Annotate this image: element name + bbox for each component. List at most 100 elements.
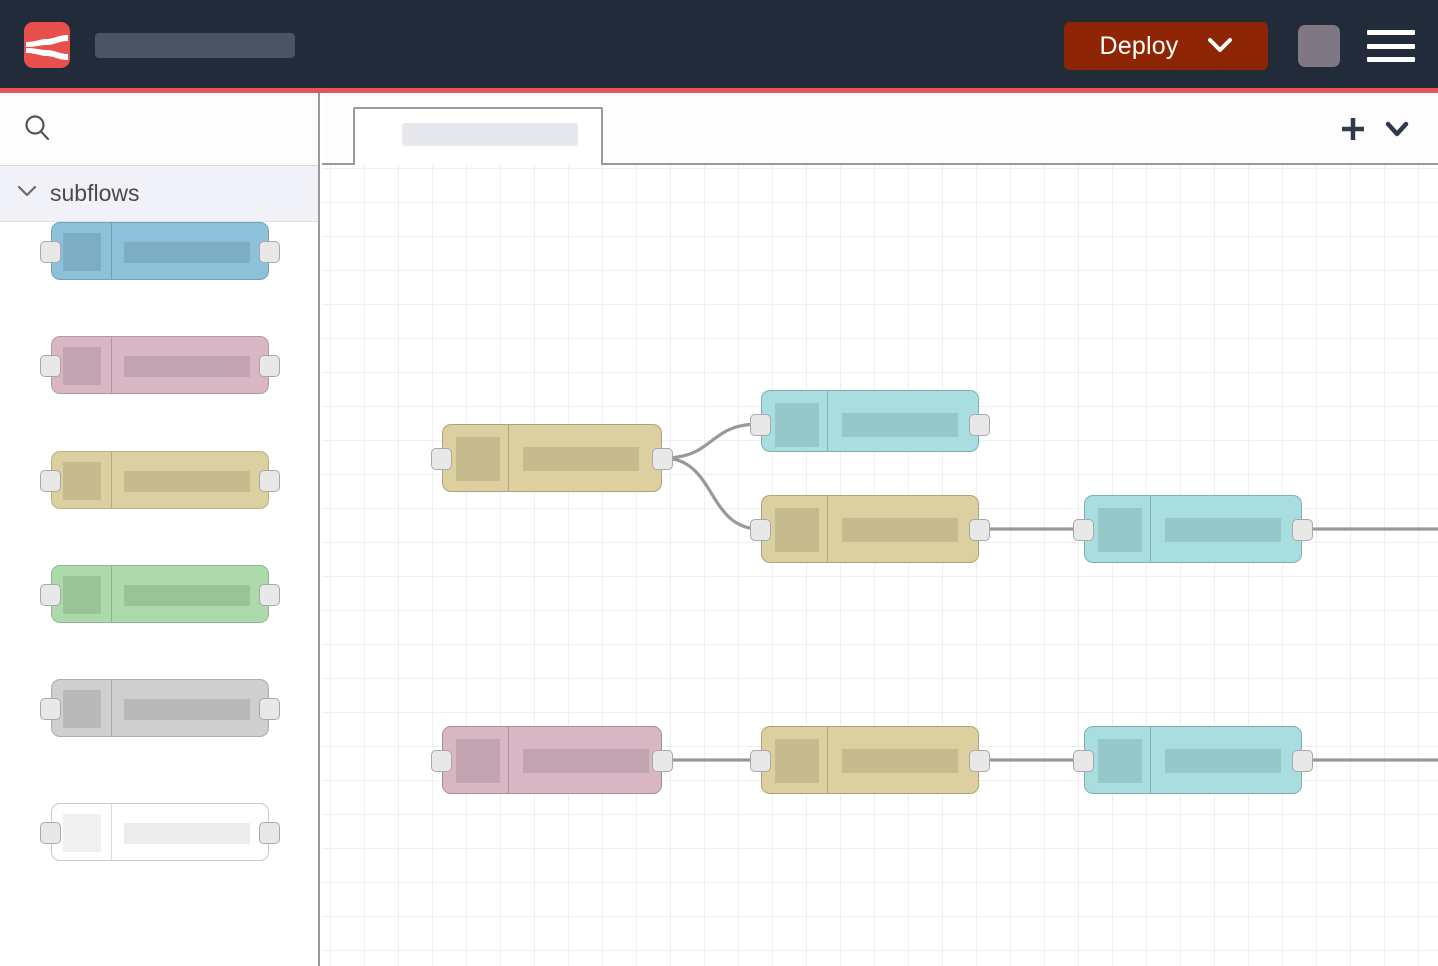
- node-label-placeholder: [842, 413, 958, 437]
- flow-node-debug[interactable]: [1073, 495, 1313, 563]
- node-divider: [827, 391, 828, 451]
- node-label-placeholder: [1165, 749, 1281, 773]
- node-port-output[interactable]: [652, 750, 673, 772]
- node-divider: [1150, 727, 1151, 793]
- hamburger-menu-icon[interactable]: [1367, 28, 1415, 64]
- node-divider: [508, 425, 509, 491]
- node-icon-placeholder: [63, 690, 101, 728]
- palette-node-5[interactable]: [40, 679, 280, 737]
- palette-search-input[interactable]: [60, 111, 294, 147]
- node-label-placeholder: [842, 749, 958, 773]
- node-port-input[interactable]: [750, 519, 771, 541]
- palette-node-3[interactable]: [40, 451, 280, 509]
- node-divider: [111, 680, 112, 736]
- flow-node-inject[interactable]: [431, 424, 673, 492]
- node-port-output[interactable]: [259, 822, 280, 844]
- node-divider: [827, 727, 828, 793]
- node-palette: subflows: [0, 93, 320, 966]
- header-title-placeholder: [95, 33, 295, 58]
- node-port-output[interactable]: [259, 355, 280, 377]
- node-port-output[interactable]: [259, 241, 280, 263]
- palette-node-6[interactable]: [40, 803, 280, 861]
- node-port-output[interactable]: [969, 750, 990, 772]
- node-port-input[interactable]: [40, 584, 61, 606]
- node-port-output[interactable]: [259, 584, 280, 606]
- workspace-tabbar: [322, 93, 1438, 165]
- node-divider: [111, 337, 112, 393]
- node-divider: [1150, 496, 1151, 562]
- hamburger-bar: [1367, 43, 1415, 49]
- flow-node-change[interactable]: [750, 495, 990, 563]
- node-divider: [111, 804, 112, 860]
- node-port-input[interactable]: [431, 448, 452, 470]
- node-label-placeholder: [523, 749, 649, 773]
- flow-node-http-in[interactable]: [431, 726, 673, 794]
- flow-node-template[interactable]: [750, 726, 990, 794]
- node-port-input[interactable]: [750, 750, 771, 772]
- node-port-output[interactable]: [1292, 750, 1313, 772]
- node-port-output[interactable]: [969, 414, 990, 436]
- node-icon-placeholder: [775, 739, 819, 783]
- palette-category-label: subflows: [50, 180, 140, 206]
- palette-category-subflows[interactable]: subflows: [0, 166, 318, 222]
- node-label-placeholder: [124, 356, 250, 377]
- hamburger-bar: [1367, 57, 1415, 62]
- plus-icon[interactable]: [1336, 112, 1370, 146]
- flow-node-function[interactable]: [750, 390, 990, 452]
- node-port-input[interactable]: [40, 241, 61, 263]
- wire[interactable]: [661, 456, 762, 531]
- wire-layer: [661, 422, 1438, 762]
- node-label-placeholder: [1165, 518, 1281, 542]
- node-icon-placeholder: [63, 814, 101, 852]
- node-port-input[interactable]: [431, 750, 452, 772]
- node-icon-placeholder: [63, 233, 101, 271]
- node-port-input[interactable]: [1073, 750, 1094, 772]
- node-port-input[interactable]: [40, 355, 61, 377]
- palette-node-list: [0, 222, 318, 966]
- hamburger-bar: [1367, 30, 1415, 35]
- node-port-output[interactable]: [1292, 519, 1313, 541]
- node-port-output[interactable]: [652, 448, 673, 470]
- node-port-input[interactable]: [1073, 519, 1094, 541]
- node-port-output[interactable]: [969, 519, 990, 541]
- workspace: [322, 93, 1438, 966]
- palette-node-2[interactable]: [40, 336, 280, 394]
- node-port-output[interactable]: [259, 698, 280, 720]
- app-header: Deploy: [0, 0, 1438, 88]
- user-avatar-icon[interactable]: [1298, 25, 1340, 67]
- node-divider: [827, 496, 828, 562]
- palette-node-1[interactable]: [40, 222, 280, 280]
- node-icon-placeholder: [1098, 739, 1142, 783]
- node-port-input[interactable]: [40, 822, 61, 844]
- node-label-placeholder: [842, 518, 958, 542]
- node-label-placeholder: [124, 699, 250, 720]
- node-icon-placeholder: [63, 347, 101, 385]
- node-port-input[interactable]: [40, 698, 61, 720]
- node-label-placeholder: [523, 447, 639, 471]
- palette-search-row[interactable]: [0, 93, 318, 166]
- node-port-input[interactable]: [750, 414, 771, 436]
- node-icon-placeholder: [63, 462, 101, 500]
- palette-node-4[interactable]: [40, 565, 280, 623]
- node-port-output[interactable]: [259, 470, 280, 492]
- node-port-input[interactable]: [40, 470, 61, 492]
- chevron-down-icon[interactable]: [1380, 112, 1414, 146]
- node-icon-placeholder: [63, 576, 101, 614]
- node-red-logo-icon[interactable]: [24, 22, 70, 68]
- node-icon-placeholder: [775, 403, 819, 447]
- node-icon-placeholder: [775, 508, 819, 552]
- node-divider: [111, 566, 112, 622]
- node-label-placeholder: [124, 585, 250, 606]
- node-divider: [508, 727, 509, 793]
- node-label-placeholder: [124, 471, 250, 492]
- deploy-button[interactable]: Deploy: [1064, 22, 1268, 70]
- node-icon-placeholder: [456, 739, 500, 783]
- wire[interactable]: [661, 422, 762, 460]
- flow-node-response[interactable]: [1073, 726, 1313, 794]
- chevron-down-icon: [1207, 37, 1233, 56]
- chevron-down-icon: [16, 184, 38, 203]
- flow-canvas[interactable]: [322, 165, 1438, 966]
- deploy-button-label: Deploy: [1099, 31, 1179, 60]
- workspace-tab-active[interactable]: [353, 107, 603, 165]
